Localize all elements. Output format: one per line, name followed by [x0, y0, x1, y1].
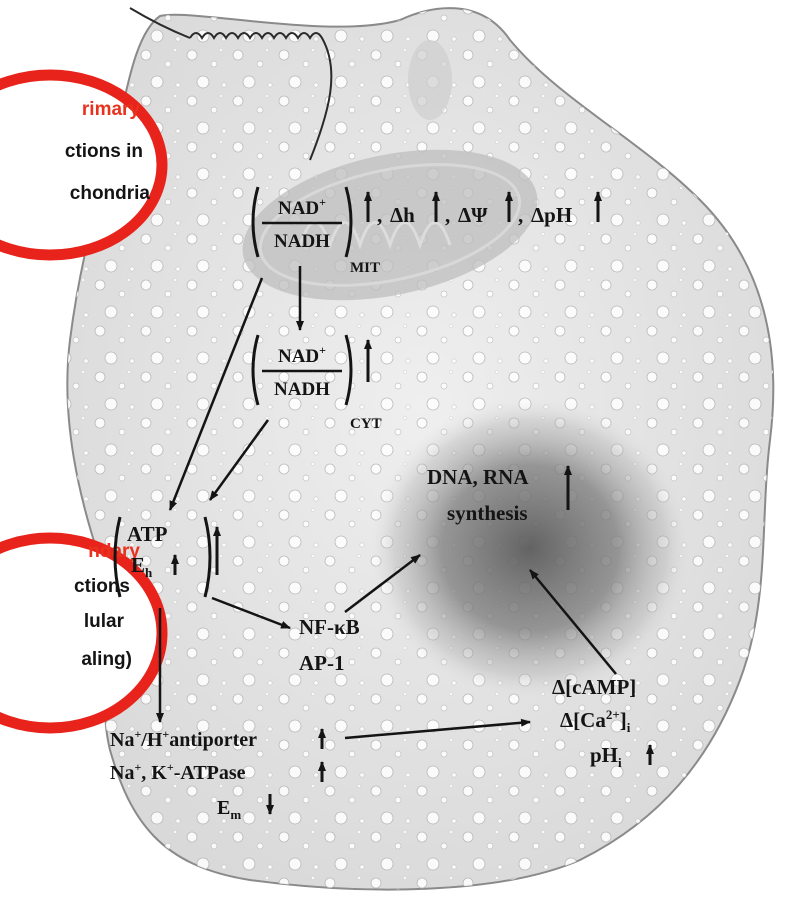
antiporter-h: /H — [140, 729, 163, 751]
phi-subscript: i — [618, 755, 622, 770]
calcium-sup: 2+ — [606, 707, 620, 722]
dna-rna-label: DNA, RNA — [427, 465, 529, 489]
delta-ph-label: ΔpH — [531, 203, 572, 227]
mit-ratio-denominator: NADH — [274, 231, 330, 252]
atp-label: ATP — [127, 522, 168, 546]
calcium-suffix: ] — [620, 708, 627, 732]
cyt-subscript: CYT — [350, 416, 382, 432]
separator-comma: , — [377, 203, 382, 227]
antiporter-na: Na — [110, 729, 134, 751]
primary-callout-line1: ctions in — [65, 141, 143, 162]
eh-subscript: h — [145, 565, 153, 580]
synthesis-label: synthesis — [447, 501, 528, 525]
em-text: E — [217, 797, 230, 819]
cyt-ratio-num-text: NAD — [278, 346, 319, 367]
cyt-ratio-denominator: NADH — [274, 379, 330, 400]
calcium-subscript: i — [627, 720, 631, 735]
atpase-label: Na+, K+-ATPase — [110, 760, 246, 784]
calcium-label: Δ[Ca2+]i — [560, 707, 631, 735]
separator-comma: , — [445, 203, 450, 227]
calcium-prefix: Δ[Ca — [560, 708, 606, 732]
atpase-rest: -ATPase — [174, 762, 246, 784]
primary-callout-line2: chondria — [70, 183, 151, 204]
delta-h-label: Δh — [390, 203, 415, 227]
primary-callout: rimary ctions in chondria — [0, 75, 162, 255]
secondary-callout-line3: aling) — [81, 649, 132, 670]
mit-ratio-num-sup: + — [319, 195, 326, 209]
primary-callout-title: rimary — [82, 99, 141, 120]
cyt-ratio-numerator: NAD+ — [278, 343, 326, 367]
phi-text: pH — [590, 743, 618, 767]
antiporter-rest: antiporter — [169, 729, 257, 751]
em-subscript: m — [230, 807, 241, 822]
nucleus — [370, 398, 690, 698]
ap1-label: AP-1 — [299, 651, 345, 675]
mit-subscript: MIT — [350, 260, 380, 276]
atpase-na: Na — [110, 762, 134, 784]
nfkb-label: NF-κB — [299, 615, 360, 639]
cyt-ratio-num-sup: + — [319, 343, 326, 357]
phi-label: pHi — [590, 743, 622, 770]
mit-ratio-numerator: NAD+ — [278, 195, 326, 219]
secondary-callout-line1: ctions — [74, 576, 130, 597]
camp-label: Δ[cAMP] — [552, 675, 636, 699]
eh-text: E — [131, 553, 145, 577]
secondary-callout-line2: lular — [84, 611, 125, 632]
delta-psi-label: ΔΨ — [458, 203, 488, 227]
mit-ratio-num-text: NAD — [278, 198, 319, 219]
separator-comma: , — [518, 203, 523, 227]
atpase-k: , K — [141, 762, 167, 784]
antiporter-label: Na+/H+antiporter — [110, 727, 257, 751]
